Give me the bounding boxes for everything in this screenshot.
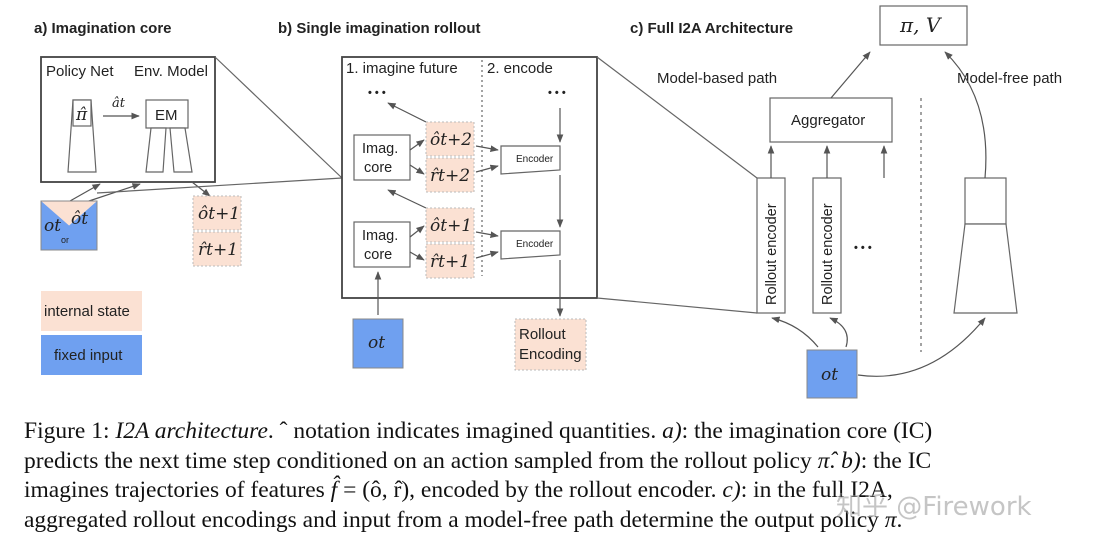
o-t-input-b	[352, 318, 404, 369]
imag-core-upper	[353, 134, 411, 181]
legend-internal-label: internal state	[44, 303, 130, 320]
zoom-line-bottom	[96, 177, 343, 194]
o-hat-t1-label-a: ôt+1	[198, 204, 240, 224]
o-t-label-c: ot	[821, 365, 838, 385]
caption-line-1: Figure 1: I2A architecture. ˆ notation i…	[24, 418, 933, 444]
rollout-encoder-1	[756, 177, 786, 314]
em-label: EM	[155, 107, 178, 124]
pi-v-label: π, V	[899, 13, 943, 37]
encoder-lower	[500, 230, 561, 260]
pi-v-box	[879, 5, 968, 46]
policy-net-shape	[67, 99, 97, 173]
imagine-future-label: 1. imagine future	[346, 60, 458, 77]
pi-hat-label: π̂	[75, 105, 88, 125]
encoder-dots: • • •	[854, 242, 872, 254]
o-hat-t1-box-a	[192, 195, 242, 231]
r-hat-t1-box-b	[425, 243, 475, 279]
em-to-output-arrow	[191, 181, 211, 197]
env-model-label: Env. Model	[134, 63, 208, 80]
r-hat-t2-label: r̂t+2	[430, 166, 470, 186]
legend-fixed-swatch	[41, 335, 142, 375]
rollout-encoding-label1: Rollout	[519, 326, 567, 343]
rollout-dots-right: • • •	[548, 87, 566, 99]
o-hat-t1-label-b: ôt+1	[430, 216, 472, 236]
legend-fixed-label: fixed input	[54, 347, 123, 364]
imag-core-lower	[353, 221, 411, 268]
o-t-label-b: ot	[368, 333, 385, 353]
figure-caption: Figure 1: I2A architecture. ˆ notation i…	[24, 417, 1084, 535]
o-hat-t-label-a: ôt	[71, 209, 88, 229]
section-a-title: a) Imagination core	[34, 20, 172, 37]
o-t-input-c	[806, 349, 858, 399]
section-c-title: c) Full I2A Architecture	[630, 20, 793, 37]
input-to-em-arrow	[85, 183, 141, 203]
aggregator-box	[769, 97, 893, 143]
encoder-upper	[500, 145, 561, 175]
o-hat-t2-label: ôt+2	[430, 130, 472, 150]
policy-net-label: Policy Net	[46, 63, 114, 80]
imag-core-upper-label2: core	[364, 160, 392, 176]
rollout-arrows	[374, 102, 564, 317]
o-t-label-a: ot	[44, 216, 61, 236]
rollout-encoder-1-label: Rollout encoder	[764, 203, 780, 305]
r-hat-t1-label-b: r̂t+1	[430, 252, 470, 272]
r-hat-t1-box-a	[192, 231, 242, 267]
watermark: 知乎 @Firework	[836, 492, 1032, 522]
imag-core-lower-label2: core	[364, 247, 392, 263]
legend-internal-swatch	[41, 291, 142, 331]
input-split-square	[40, 200, 98, 251]
caption-line-3: imagines trajectories of features f̂ = (…	[24, 477, 893, 503]
encoder-upper-label: Encoder	[516, 154, 554, 165]
aggregator-label: Aggregator	[791, 112, 865, 129]
o-hat-t2-box	[425, 121, 475, 157]
rollout-encoder-2-label: Rollout encoder	[820, 203, 836, 305]
env-model-shape	[145, 99, 193, 173]
input-to-policy-arrow	[69, 183, 101, 202]
imag-core-lower-label1: Imag.	[362, 228, 398, 244]
zoom-line-c-bottom	[596, 297, 758, 314]
architecture-arrows	[767, 51, 987, 377]
i2a-diagram: a) Imagination core b) Single imaginatio…	[34, 5, 1062, 399]
model-free-path-label: Model-free path	[957, 70, 1062, 87]
encode-label: 2. encode	[487, 60, 553, 77]
model-based-path-label: Model-based path	[657, 70, 777, 87]
encoder-lower-label: Encoder	[516, 239, 554, 250]
zoom-line-c-top	[596, 56, 758, 179]
zoom-line-top	[214, 56, 343, 179]
rollout-dots-left: • • •	[368, 87, 386, 99]
a-hat-t-label: ât	[112, 96, 126, 111]
o-hat-t1-box-b	[425, 207, 475, 243]
rollout-encoding-label2: Encoding	[519, 346, 582, 363]
r-hat-t2-box	[425, 157, 475, 193]
section-b-title: b) Single imagination rollout	[278, 20, 481, 37]
rollout-encoding-box	[514, 318, 587, 371]
r-hat-t1-label-a: r̂t+1	[198, 240, 238, 260]
imag-core-upper-label1: Imag.	[362, 141, 398, 157]
or-label: or	[61, 235, 69, 245]
caption-line-4: aggregated rollout encodings and input f…	[24, 506, 903, 533]
model-free-net-shape	[953, 177, 1018, 314]
caption-line-2: predicts the next time step conditioned …	[24, 447, 932, 474]
